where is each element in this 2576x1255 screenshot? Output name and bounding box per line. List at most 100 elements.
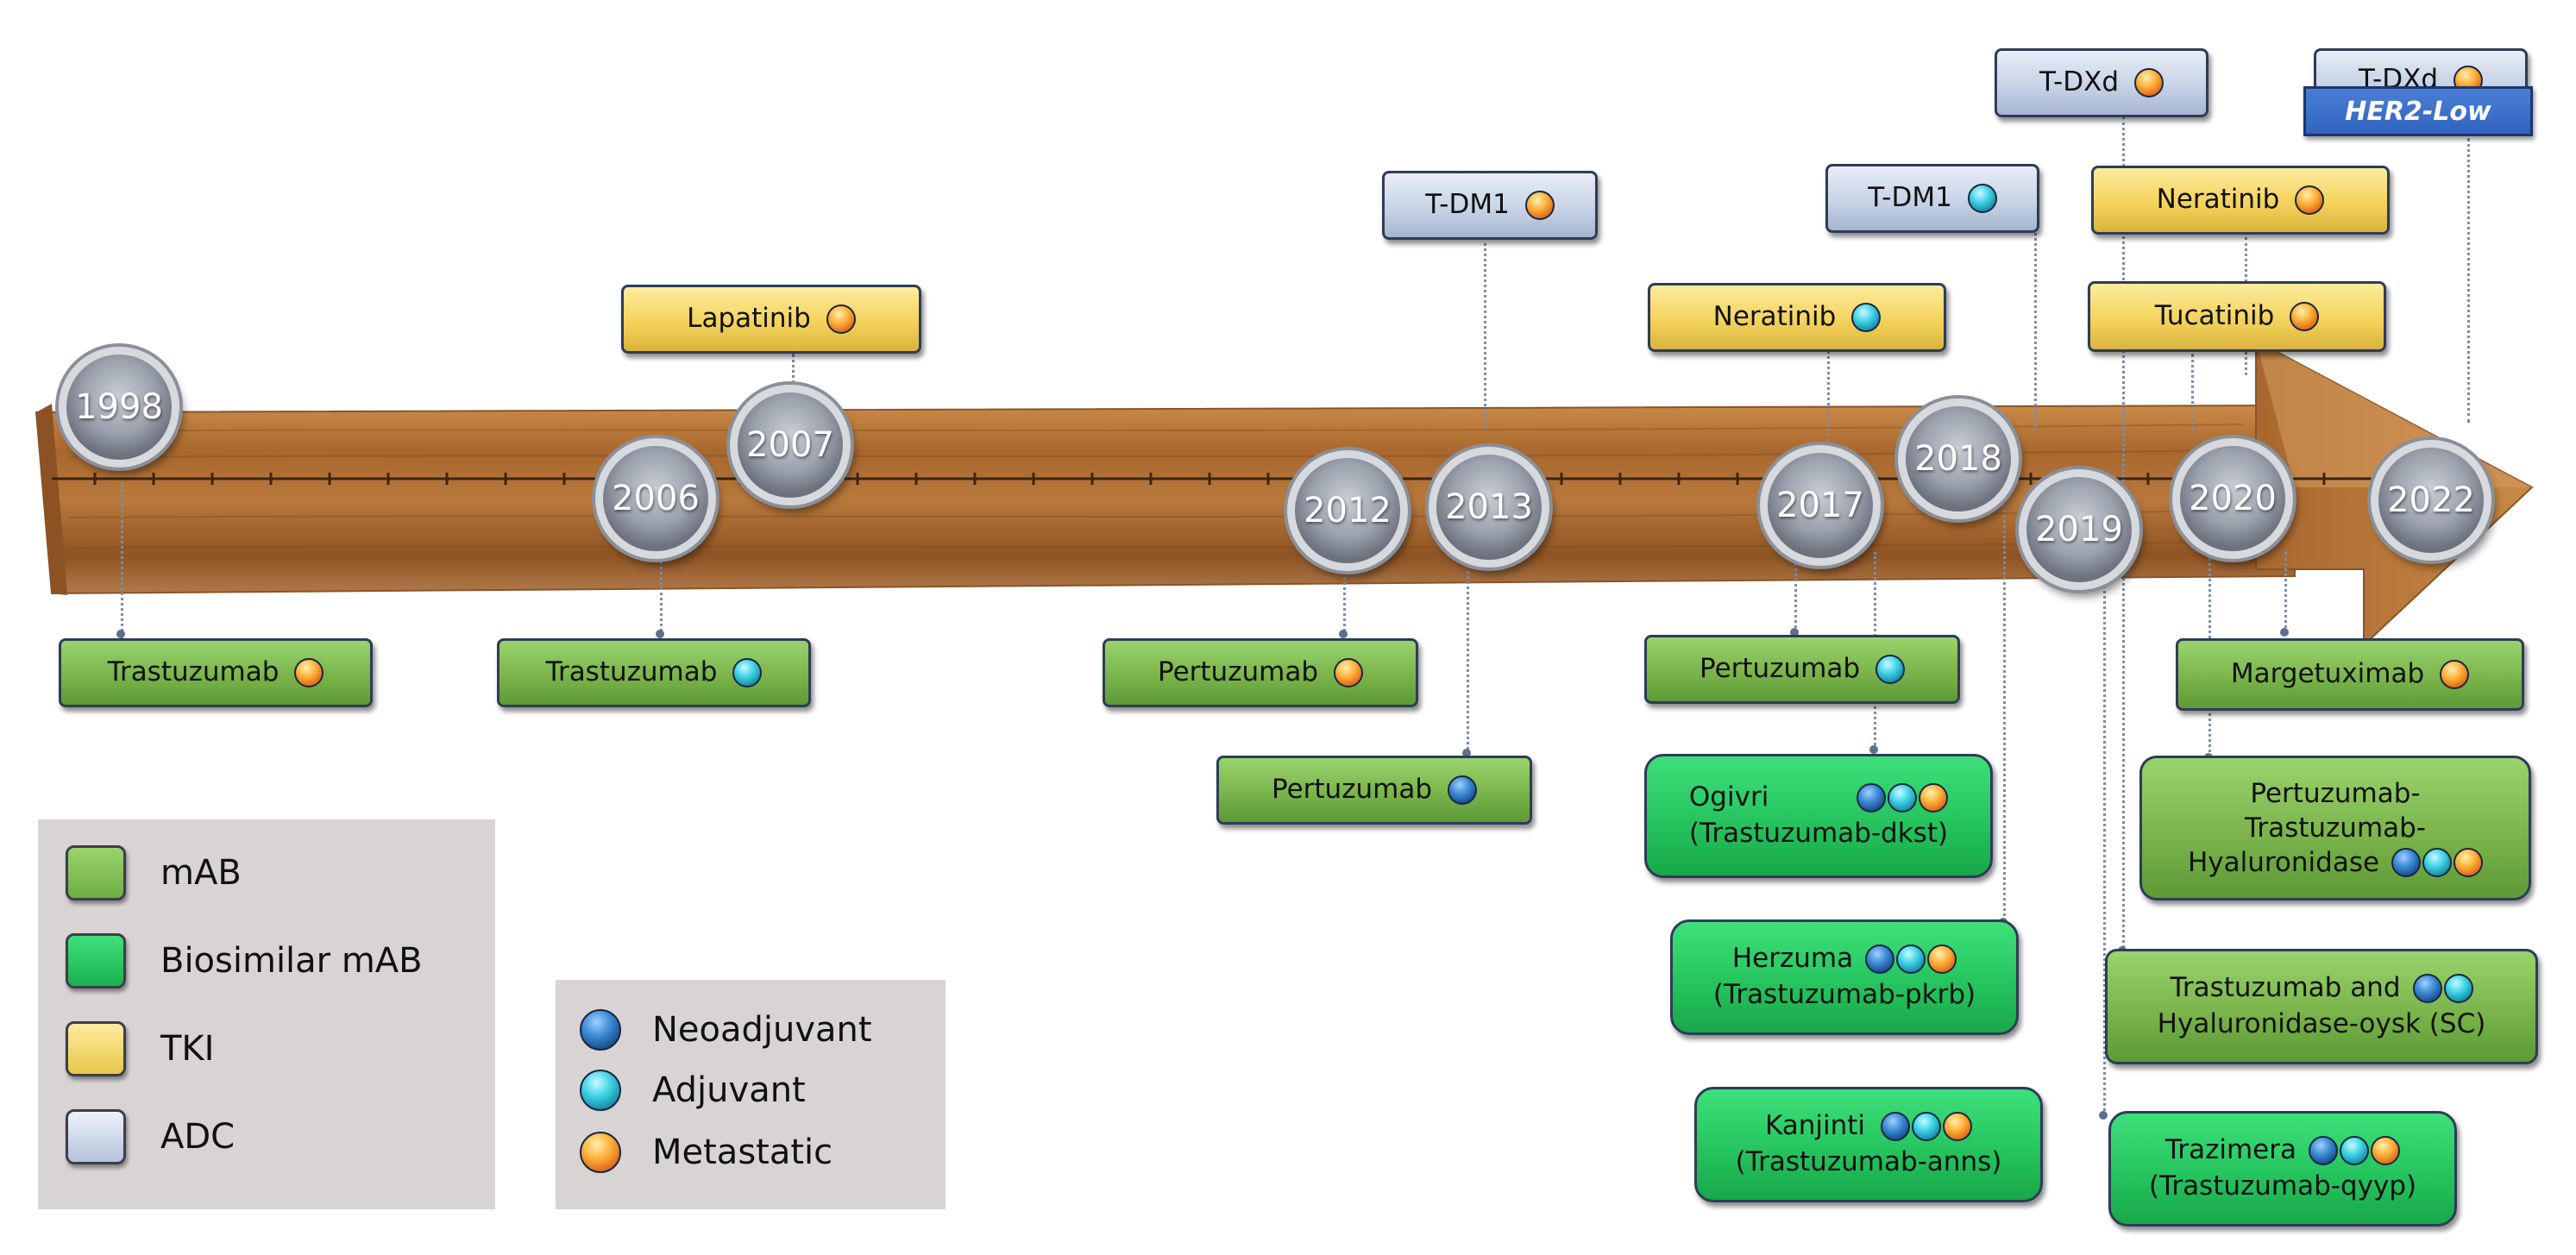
- indication-icons: [1857, 783, 1949, 813]
- timeline-arrow: [35, 339, 2534, 648]
- indication-icons: [2391, 848, 2484, 878]
- drug-neratinib-2017: Neratinib: [1648, 283, 1946, 352]
- neoadjuvant-icon: [580, 1009, 621, 1051]
- metastatic-icon: [294, 658, 324, 687]
- mab-swatch: [66, 845, 126, 900]
- drug-label: Trastuzumab and: [2170, 970, 2473, 1007]
- drug-tdxd-2019: T-DXd: [1995, 48, 2208, 117]
- metastatic-icon: [1524, 191, 1555, 220]
- drug-pertuzumab-2012: Pertuzumab: [1103, 638, 1418, 707]
- metastatic-icon: [2453, 848, 2484, 878]
- drug-label: Pertuzumab: [1272, 774, 1432, 806]
- drug-sublabel: Hyaluronidase-oysk (SC): [2157, 1008, 2486, 1039]
- year-badge-2018: 2018: [1898, 398, 2019, 519]
- drug-sublabel: (Trastuzumab-qyyp): [2148, 1170, 2417, 1202]
- metastatic-icon: [2134, 68, 2164, 97]
- drug-trastuzumab-1998: Trastuzumab: [59, 638, 373, 707]
- neoadjuvant-icon: [1881, 1112, 1911, 1142]
- year-badge-2006: 2006: [595, 438, 716, 559]
- year-badge-2007: 2007: [730, 385, 851, 505]
- adjuvant-icon: [1888, 783, 1918, 813]
- drug-pertuzumab-2013: Pertuzumab: [1216, 756, 1532, 825]
- drug-label: Neratinib: [1712, 301, 1837, 333]
- drug-label: Neratinib: [2156, 184, 2280, 216]
- drug-tdm1-2018: T-DM1: [1825, 164, 2039, 233]
- adjuvant-icon: [1967, 184, 1997, 213]
- drug-trastuzumab-2006: Trastuzumab: [497, 638, 811, 707]
- drug-label: Trazimera: [2165, 1133, 2400, 1169]
- indication-icons: [1865, 944, 1957, 975]
- drug-label: T-DXd: [2039, 66, 2120, 98]
- drug-sublabel: (Trastuzumab-anns): [1735, 1146, 2002, 1177]
- legend-label-biosimilar: Biosimilar mAB: [160, 941, 423, 981]
- metastatic-icon: [2295, 185, 2325, 215]
- adjuvant-icon: [1851, 303, 1882, 332]
- neoadjuvant-icon: [2391, 848, 2422, 878]
- drug-herzuma: Herzuma (Trastuzumab-pkrb): [1670, 919, 2019, 1035]
- metastatic-icon: [1927, 944, 1957, 975]
- year-badge-2013: 2013: [1429, 447, 1549, 568]
- indication-icons: [1881, 1112, 1973, 1142]
- drug-label: Pertuzumab: [1700, 653, 1860, 685]
- legend-label-adjuvant: Adjuvant: [652, 1070, 806, 1110]
- legend-drug-class: mAB Biosimilar mAB TKI ADC: [38, 819, 495, 1209]
- year-badge-2020: 2020: [2172, 438, 2293, 559]
- metastatic-icon: [580, 1132, 621, 1173]
- drug-sublabel: (Trastuzumab-pkrb): [1712, 979, 1976, 1010]
- drug-ogivri: Ogivri (Trastuzumab-dkst): [1644, 754, 1993, 878]
- drug-label: Kanjinti: [1765, 1108, 1973, 1145]
- her2-low-badge: HER2-Low: [2303, 86, 2533, 136]
- adjuvant-icon: [1896, 944, 1926, 975]
- legend-label-adc: ADC: [160, 1117, 236, 1157]
- drug-label: Trastuzumab: [545, 656, 718, 688]
- adjuvant-icon: [1912, 1112, 1942, 1142]
- metastatic-icon: [2440, 660, 2470, 689]
- metastatic-icon: [1943, 1112, 1973, 1142]
- metastatic-icon: [1334, 658, 1363, 687]
- adjuvant-icon: [2340, 1136, 2369, 1166]
- drug-pertuzumab-trastuzumab-hyaluronidase: Pertuzumab- Trastuzumab- Hyaluronidase: [2139, 756, 2531, 900]
- drug-label: Ogivri: [1689, 780, 1949, 816]
- drug-tdm1-2013: T-DM1: [1382, 171, 1598, 240]
- adjuvant-icon: [580, 1070, 621, 1111]
- adc-swatch: [66, 1109, 126, 1164]
- tki-swatch: [66, 1021, 126, 1076]
- neoadjuvant-icon: [2309, 1136, 2338, 1166]
- drug-label: Trastuzumab: [107, 656, 280, 688]
- drug-neratinib-2019: Neratinib: [2091, 166, 2390, 235]
- drug-tucatinib-2020: Tucatinib: [2088, 281, 2386, 352]
- drug-label: Hyaluronidase: [2188, 845, 2484, 880]
- drug-kanjinti: Kanjinti (Trastuzumab-anns): [1694, 1087, 2043, 1202]
- drug-label: Pertuzumab: [1158, 656, 1318, 688]
- year-badge-1998: 1998: [59, 347, 179, 467]
- drug-label: Pertuzumab-: [2250, 777, 2421, 809]
- indication-icons: [2309, 1136, 2400, 1166]
- drug-label: Trastuzumab-: [2244, 812, 2427, 844]
- adjuvant-icon: [2422, 848, 2453, 878]
- drug-label: T-DM1: [1425, 189, 1510, 221]
- biosimilar-swatch: [66, 933, 126, 988]
- drug-label: Margetuximab: [2230, 658, 2425, 690]
- neoadjuvant-icon: [2412, 974, 2442, 1004]
- drug-trazimera: Trazimera (Trastuzumab-qyyp): [2108, 1111, 2457, 1227]
- adjuvant-icon: [732, 658, 763, 687]
- drug-label: Tucatinib: [2154, 300, 2275, 332]
- drug-trastuzumab-hyaluronidase: Trastuzumab and Hyaluronidase-oysk (SC): [2105, 949, 2538, 1064]
- neoadjuvant-icon: [1448, 775, 1477, 805]
- metastatic-icon: [1919, 783, 1949, 813]
- metastatic-icon: [2371, 1136, 2400, 1166]
- drug-lapatinib-2007: Lapatinib: [621, 285, 921, 354]
- legend-label-mab: mAB: [160, 853, 242, 893]
- drug-label: Herzuma: [1732, 941, 1957, 977]
- year-badge-2012: 2012: [1287, 450, 1408, 571]
- drug-label: Lapatinib: [687, 303, 811, 335]
- year-badge-2017: 2017: [1760, 445, 1881, 566]
- neoadjuvant-icon: [1865, 944, 1895, 975]
- adjuvant-icon: [2443, 974, 2473, 1004]
- neoadjuvant-icon: [1857, 783, 1887, 813]
- indication-icons: [2412, 974, 2473, 1004]
- year-badge-2019: 2019: [2019, 469, 2139, 590]
- legend-label-metastatic: Metastatic: [652, 1133, 833, 1172]
- drug-label: T-DM1: [1868, 182, 1952, 214]
